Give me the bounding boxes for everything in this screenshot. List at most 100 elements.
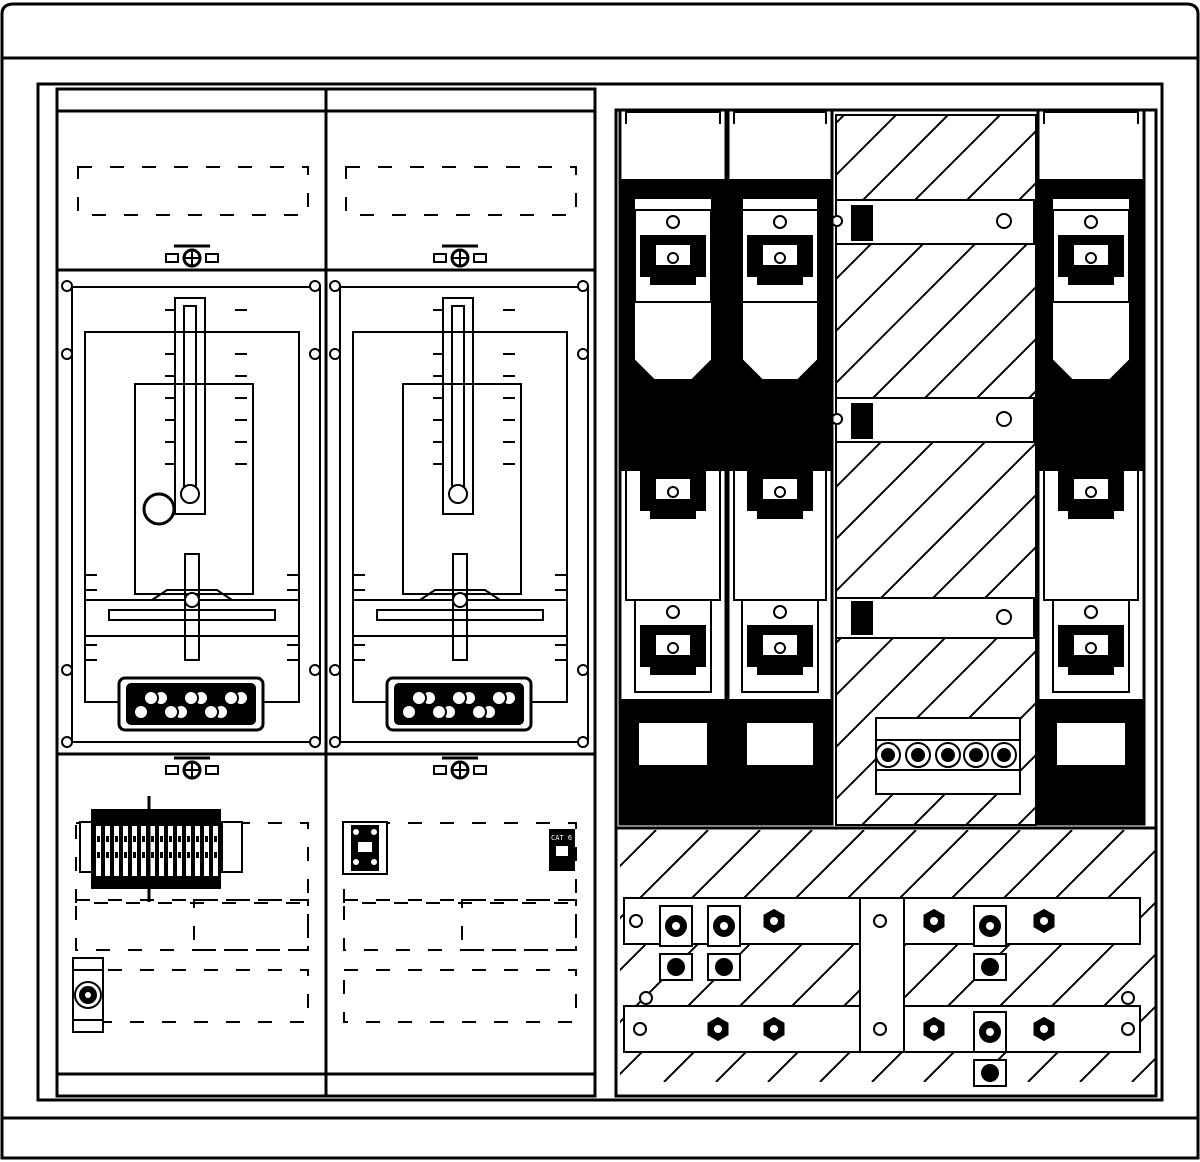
bolt-hole <box>634 1023 646 1035</box>
terminal-slot <box>186 826 191 876</box>
mounting-hole <box>330 349 340 359</box>
mounting-hole <box>578 281 588 291</box>
meter-field-right <box>330 281 588 747</box>
hatch-line <box>1132 830 1200 1082</box>
busbar-compartment <box>0 830 1200 1086</box>
meter-section: CAT 6 <box>57 89 595 1096</box>
mounting-hole <box>62 737 72 747</box>
mounting-hole <box>310 281 320 291</box>
meter-field-left <box>62 281 320 747</box>
hatch-line <box>862 115 1200 825</box>
fuse-clamp <box>635 600 711 692</box>
terminal-slot <box>114 826 119 876</box>
fuse-switch-2 <box>728 110 832 824</box>
bolt-hole <box>1122 1023 1134 1035</box>
terminal-slot <box>96 826 101 876</box>
hatch-line <box>0 115 688 825</box>
meter-rail <box>443 298 473 514</box>
cable-lug <box>660 906 692 980</box>
hatch-line <box>914 115 1200 825</box>
mounting-hole <box>578 737 588 747</box>
hatch-line <box>498 115 1200 825</box>
network-module: CAT 6 <box>550 830 574 870</box>
terminal-slot <box>123 826 128 876</box>
terminal-connector-row <box>876 718 1020 794</box>
mounting-hole <box>330 281 340 291</box>
mounting-hole <box>310 665 320 675</box>
fuse-clamp <box>742 600 818 692</box>
meter-terminal-block <box>119 678 263 730</box>
panel-screw <box>166 758 218 778</box>
panel-screw <box>166 246 218 266</box>
hatch-line <box>654 115 1200 825</box>
meter-board <box>340 287 588 742</box>
hatch-line <box>404 830 656 1082</box>
hatch-line <box>300 830 552 1082</box>
fuse-clamp <box>641 470 705 518</box>
hatch-line <box>456 830 708 1082</box>
bolt-hole <box>630 915 642 927</box>
hatch-line <box>0 830 84 1082</box>
fuse-clamp <box>635 210 711 302</box>
mounting-hole <box>330 737 340 747</box>
fuse-clamp <box>742 210 818 302</box>
meter-knob <box>144 494 174 524</box>
bolt-hole <box>1122 992 1134 1004</box>
lower-panel-left <box>76 823 308 1022</box>
fuse-label-window <box>746 722 814 766</box>
upper-cover-panel-right <box>346 167 576 215</box>
mounting-hole <box>62 665 72 675</box>
fuse-clamp <box>1053 210 1129 302</box>
terminal-slot <box>132 826 137 876</box>
bolt-hole <box>640 992 652 1004</box>
meter-plate <box>85 332 299 702</box>
fuse-label-window <box>638 722 708 766</box>
meter-plate <box>353 332 567 702</box>
cable-lug <box>708 906 740 980</box>
meter-board <box>72 287 320 742</box>
upper-cover-panel-left <box>78 167 308 215</box>
mounting-hole <box>62 349 72 359</box>
cabinet-enclosure <box>2 4 1198 1158</box>
hatch-line <box>758 115 1200 825</box>
terminal-block-strip <box>80 796 242 902</box>
panel-screw <box>434 246 486 266</box>
terminal-slot <box>204 826 209 876</box>
distribution-section <box>0 110 1200 1096</box>
terminal-slot <box>168 826 173 876</box>
mounting-hole <box>330 665 340 675</box>
mounting-hole <box>310 349 320 359</box>
meter-rail <box>175 298 205 514</box>
fuse-switch-1 <box>620 110 726 824</box>
relay-module <box>343 822 387 874</box>
terminal-slot <box>213 826 218 876</box>
terminal-slot <box>105 826 110 876</box>
terminal-slot <box>177 826 182 876</box>
terminal-slot <box>150 826 155 876</box>
terminal-slot <box>159 826 164 876</box>
hatch-line <box>602 115 1200 825</box>
meter-terminal-block <box>387 678 531 730</box>
network-module-label: CAT 6 <box>551 834 572 842</box>
panel-screw <box>434 758 486 778</box>
mounting-hole <box>578 349 588 359</box>
bolt-hole <box>874 1023 886 1035</box>
fuse-clamp <box>1059 470 1123 518</box>
antenna-socket <box>73 958 103 1032</box>
fuse-clamp <box>1053 600 1129 692</box>
hatch-line <box>0 115 636 825</box>
fuse-clamp <box>748 470 812 518</box>
terminal-slot <box>141 826 146 876</box>
bolt-hole <box>874 915 886 927</box>
hatch-line <box>550 115 1200 825</box>
mounting-hole <box>310 737 320 747</box>
mounting-hole <box>578 665 588 675</box>
neutral-bars <box>832 200 1034 638</box>
cable-lug <box>974 906 1006 980</box>
mounting-hole <box>62 281 72 291</box>
fuse-switch-3 <box>1038 110 1144 824</box>
hatch-line <box>810 115 1200 825</box>
cable-lug <box>974 1012 1006 1086</box>
fuse-label-window <box>1056 722 1126 766</box>
